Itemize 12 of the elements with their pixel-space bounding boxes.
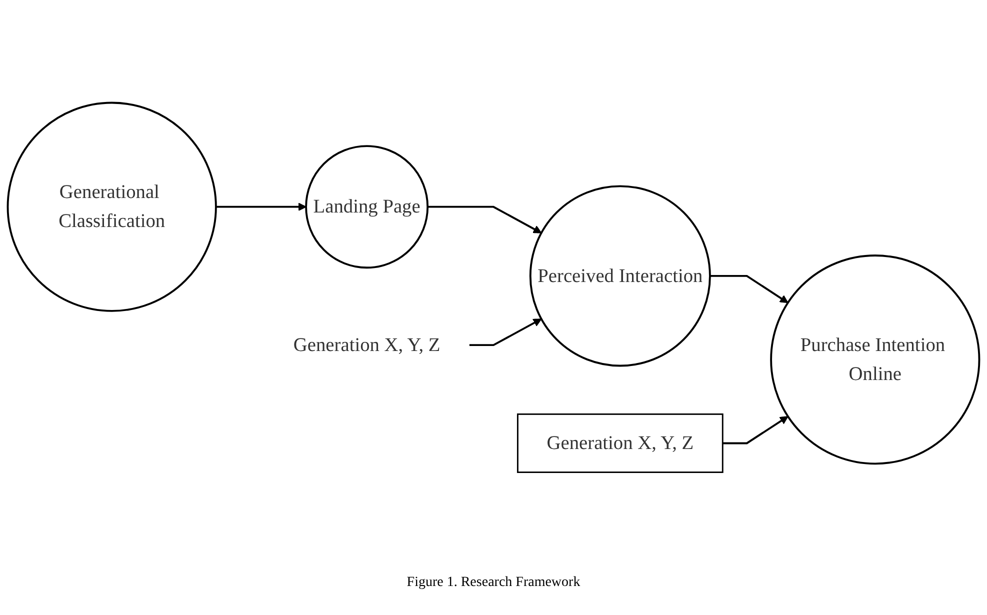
node-circle: Generational Classification (6, 102, 217, 312)
node-circle: Purchase Intention Online (770, 254, 980, 465)
arrow (469, 318, 542, 346)
arrow (710, 274, 788, 304)
arrow (216, 202, 306, 212)
node-circle: Perceived Interaction (529, 185, 711, 367)
figure-caption: Figure 1. Research Framework (406, 575, 580, 590)
arrow (428, 206, 542, 234)
node-circle: Landing Page (305, 145, 429, 269)
arrow (722, 416, 788, 444)
node-text: Generation X, Y, Z (293, 334, 440, 356)
node-box: Generation X, Y, Z (516, 413, 724, 473)
